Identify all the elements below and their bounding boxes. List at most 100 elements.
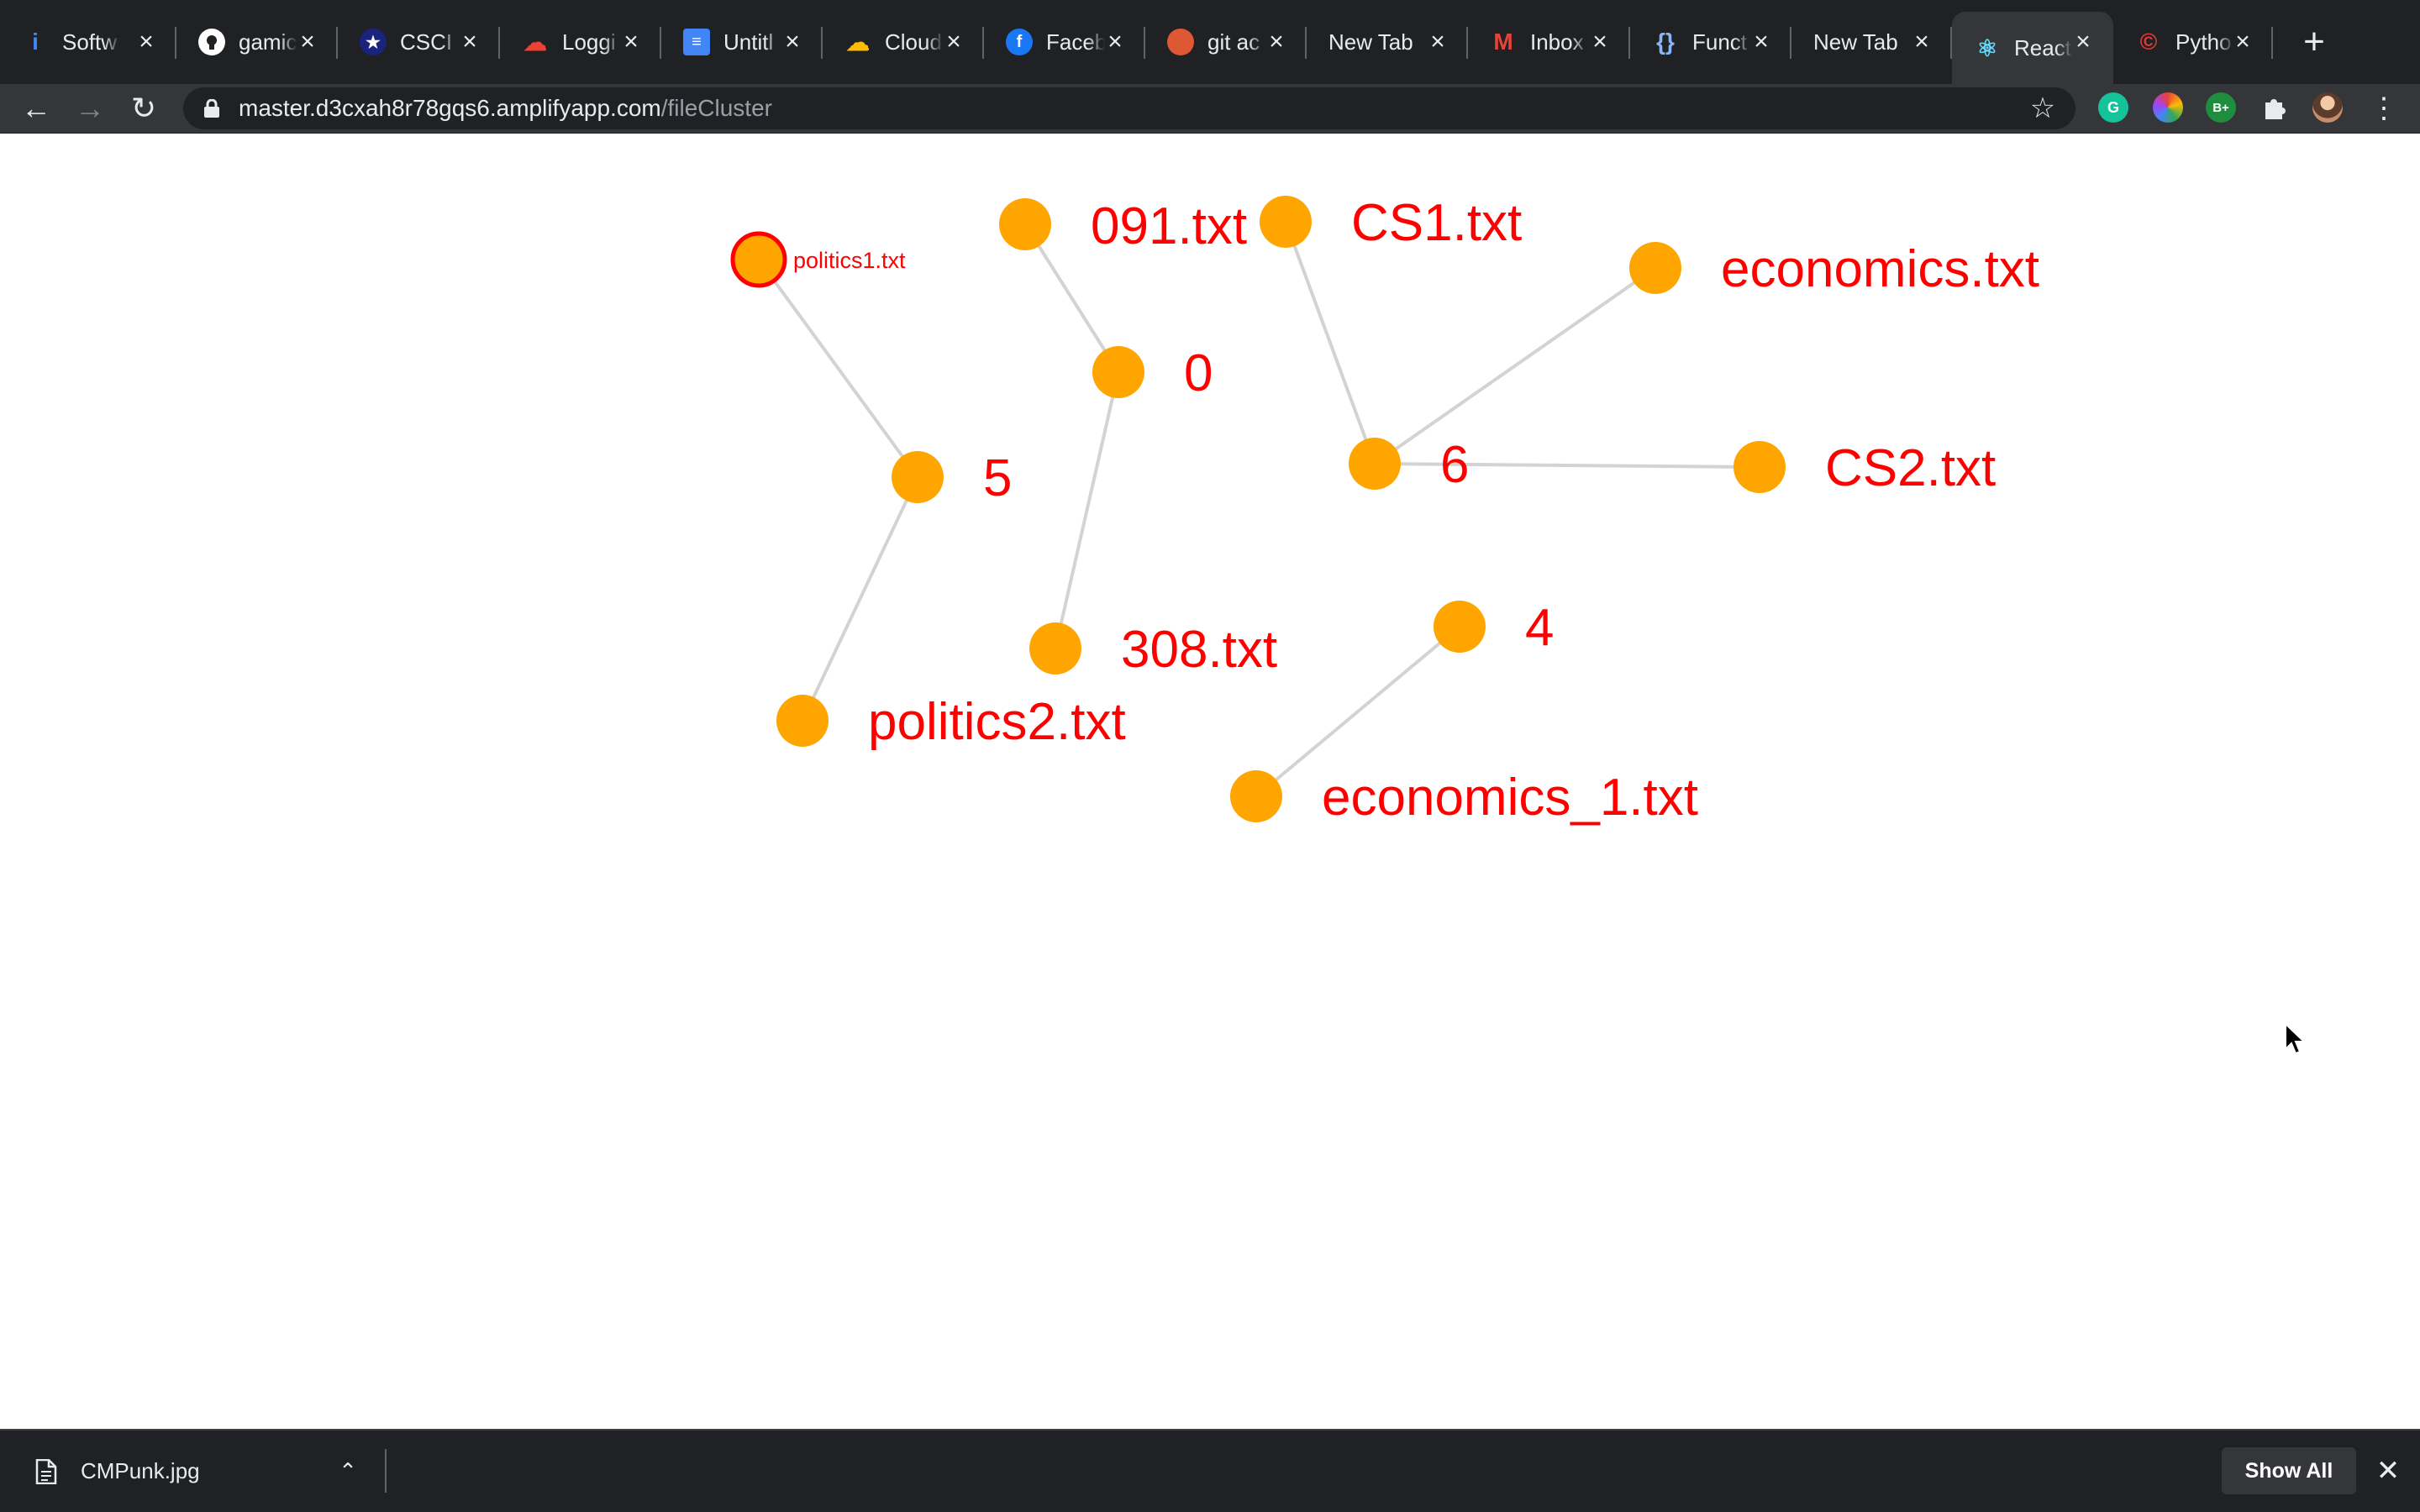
tab-separator — [1950, 27, 1952, 59]
close-downloads-icon[interactable]: ✕ — [2375, 1455, 2401, 1487]
mouse-cursor-icon — [2285, 1022, 2306, 1055]
grammarly-extension-icon[interactable]: G — [2098, 92, 2128, 123]
graph-node[interactable] — [999, 198, 1051, 250]
forward-arrow-icon[interactable]: → — [75, 91, 105, 125]
tab-title: Inbox — [1530, 29, 1584, 55]
tab-close-icon[interactable]: × — [300, 28, 315, 55]
color-picker-extension-icon[interactable] — [2153, 92, 2183, 123]
reload-icon[interactable]: ↻ — [130, 91, 157, 125]
file-icon — [35, 1459, 57, 1484]
tab-close-icon[interactable]: × — [1107, 28, 1123, 55]
tab-title: CSCI — [400, 29, 453, 55]
download-separator — [385, 1449, 387, 1493]
url-path: /fileCluster — [660, 95, 772, 121]
facebook-icon: f — [1006, 29, 1033, 55]
bplus-extension-icon[interactable]: B+ — [2206, 92, 2236, 123]
graph-node-label: 6 — [1440, 436, 1469, 494]
graph-node[interactable] — [1629, 242, 1681, 294]
download-file-name: CMPunk.jpg — [81, 1458, 200, 1483]
graph-node[interactable] — [892, 451, 944, 503]
graph-edge — [1023, 223, 1120, 374]
address-bar[interactable]: master.d3cxah8r78gqs6.amplifyapp.com/fil… — [183, 87, 2075, 129]
back-arrow-icon[interactable]: ← — [21, 91, 51, 125]
browser-tab[interactable]: {} Funct× — [1630, 12, 1791, 72]
url-host: master.d3cxah8r78gqs6.amplifyapp.com — [239, 95, 661, 121]
tab-separator — [1305, 27, 1307, 59]
graph-edge — [1255, 625, 1461, 798]
graph-node-label: 4 — [1525, 599, 1554, 657]
graph-node[interactable] — [1092, 346, 1144, 398]
download-item[interactable]: CMPunk.jpg ⌃ — [0, 1431, 383, 1512]
tab-separator — [336, 27, 338, 59]
browser-tab[interactable]: ©Pytho× — [2113, 12, 2273, 72]
code-brackets-icon: {} — [1656, 29, 1675, 55]
tab-close-icon[interactable]: × — [462, 28, 477, 55]
show-all-button[interactable]: Show All — [2222, 1447, 2356, 1494]
graph-node[interactable] — [1733, 441, 1786, 493]
graph-node[interactable] — [1434, 601, 1486, 653]
graph-node[interactable] — [1349, 438, 1401, 490]
google-cloud-icon: ☁ — [523, 29, 547, 55]
tab-title: Loggi — [562, 29, 616, 55]
tab-title: Funct — [1692, 29, 1748, 55]
browser-tab[interactable]: ≡Untitl× — [661, 12, 823, 72]
tab-title: Softw — [62, 29, 118, 55]
graph-node-label: economics.txt — [1721, 240, 2039, 298]
tab-close-icon[interactable]: × — [1269, 28, 1284, 55]
browser-tab[interactable]: ⚛React× — [1952, 12, 2113, 84]
graph-node-label: 0 — [1184, 344, 1213, 402]
tab-close-icon[interactable]: × — [1430, 28, 1445, 55]
browser-tab[interactable]: ★ CSCI × — [338, 12, 500, 72]
graph-node[interactable] — [1260, 196, 1312, 248]
graph-node[interactable] — [776, 695, 829, 747]
tab-separator — [1144, 27, 1145, 59]
tab-close-icon[interactable]: × — [785, 28, 800, 55]
new-tab-plus-icon[interactable]: + — [2303, 21, 2325, 62]
tab-close-icon[interactable]: × — [946, 28, 961, 55]
lock-icon[interactable] — [203, 99, 220, 118]
browser-tab[interactable]: ☁Cloud× — [823, 12, 984, 72]
tab-title: Faceb — [1046, 29, 1105, 55]
graph-edge — [1374, 462, 1760, 469]
tab-close-icon[interactable]: × — [623, 28, 639, 55]
more-menu-icon[interactable]: ⋮ — [2370, 92, 2398, 124]
chevron-up-icon[interactable]: ⌃ — [339, 1458, 357, 1483]
tab-close-icon[interactable]: × — [1754, 28, 1769, 55]
python-icon: © — [2139, 29, 2158, 55]
graph-node-label: CS2.txt — [1825, 439, 1996, 497]
browser-toolbar: ← → ↻ master.d3cxah8r78gqs6.amplifyapp.c… — [0, 84, 2420, 133]
graph-node[interactable] — [1029, 622, 1081, 675]
tab-separator — [982, 27, 984, 59]
browser-tab[interactable]: git ac× — [1145, 12, 1307, 72]
browser-tab[interactable]: ☁ Loggi × — [500, 12, 661, 72]
profile-avatar[interactable] — [2312, 92, 2343, 123]
tab-separator — [660, 27, 661, 59]
extensions-puzzle-icon[interactable] — [2260, 92, 2291, 123]
browser-tab[interactable]: New Tab× — [1791, 12, 1952, 72]
graph-edge — [1284, 221, 1376, 465]
tab-close-icon[interactable]: × — [139, 28, 154, 55]
github-icon — [198, 29, 225, 55]
graph-node-label: 091.txt — [1091, 197, 1247, 255]
url-text[interactable]: master.d3cxah8r78gqs6.amplifyapp.com/fil… — [239, 87, 772, 129]
tab-separator — [498, 27, 500, 59]
google-docs-icon: ≡ — [683, 29, 710, 55]
tab-close-icon[interactable]: × — [2075, 28, 2091, 55]
browser-tab[interactable]: gamic× — [176, 12, 338, 72]
graph-node[interactable] — [1230, 770, 1282, 822]
browser-tab[interactable]: f Faceb× — [984, 12, 1145, 72]
browser-tab[interactable]: New Tab× — [1307, 12, 1468, 72]
graph-node-label: 308.txt — [1121, 621, 1277, 679]
bookmark-star-icon[interactable]: ☆ — [2029, 92, 2056, 124]
tab-close-icon[interactable]: × — [2235, 28, 2250, 55]
graph-node-label: politics2.txt — [868, 693, 1126, 751]
star-badge-icon: ★ — [360, 29, 387, 55]
graph-node[interactable] — [730, 231, 787, 288]
graph-edge — [1054, 371, 1120, 649]
tab-close-icon[interactable]: × — [1592, 28, 1607, 55]
tab-close-icon[interactable]: × — [1914, 28, 1929, 55]
